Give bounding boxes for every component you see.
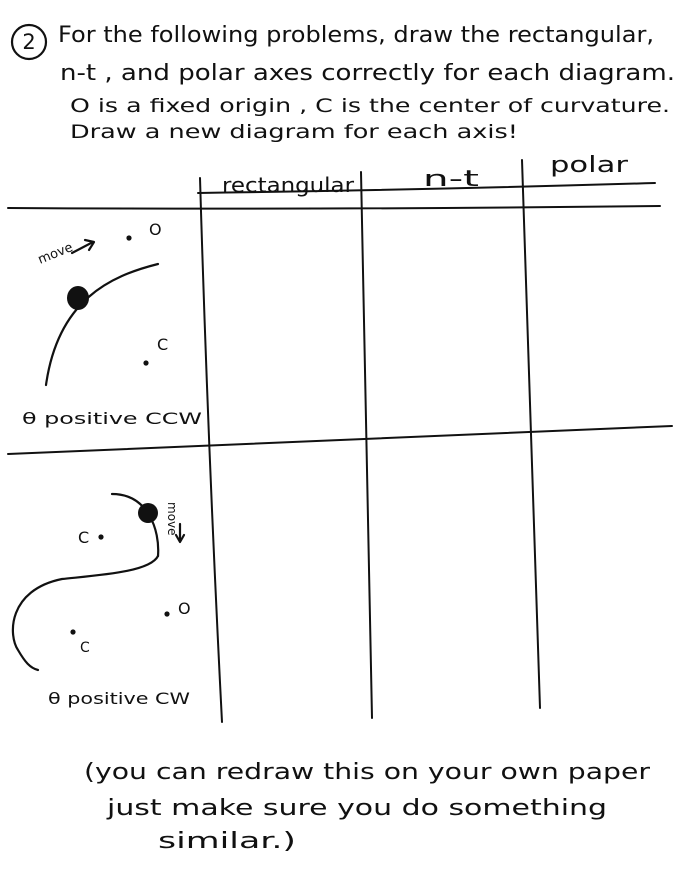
origin-label-row-1: O: [149, 220, 162, 239]
footer-line-1: (you can redraw this on your own paper: [84, 760, 651, 785]
path-curve-row-1: [44, 262, 160, 387]
center-point-row-1: [143, 360, 149, 366]
move-label-row-1: move: [36, 240, 75, 268]
problem-number: 2: [22, 30, 35, 54]
problem-number-circle: [10, 23, 48, 61]
footer-note: (you can redraw this on your own paper j…: [84, 760, 651, 854]
column-header-rectangular: rectangular: [222, 173, 355, 197]
header-rule-line: [197, 182, 656, 194]
table-grid: [7, 159, 673, 723]
diagram-row-1: move O C θ positive CCW: [22, 220, 202, 428]
instruction-line-2: n-t , and polar axes correctly for each …: [60, 61, 675, 86]
instruction-line-1: For the following problems, draw the rec…: [58, 23, 654, 48]
path-s-curve-row-2: [11, 554, 160, 672]
instruction-line-3: O is a fixed origin , C is the center of…: [70, 95, 670, 117]
theta-note-row-1: θ positive CCW: [22, 409, 202, 428]
center-label-1-row-2: C: [78, 528, 89, 547]
origin-point-row-1: [126, 235, 132, 241]
particle-row-2: [138, 503, 158, 523]
center-label-row-1: C: [157, 335, 168, 354]
move-arrow-head-row-1: [83, 238, 96, 252]
footer-line-2: just make sure you do something: [106, 796, 607, 821]
center-point-1-row-2: [98, 534, 104, 540]
path-hook-row-2: [110, 492, 160, 558]
problem-number-badge: 2: [10, 23, 48, 61]
origin-point-row-2: [164, 611, 170, 617]
instruction-line-4: Draw a new diagram for each axis!: [70, 121, 518, 143]
theta-note-row-2: θ positive CW: [48, 689, 190, 708]
footer-line-3: similar.): [158, 829, 296, 854]
center-point-2-row-2: [70, 629, 76, 635]
particle-row-1: [67, 286, 89, 310]
row-divider-middle: [7, 425, 673, 455]
move-arrow-shaft-row-1: [70, 240, 95, 255]
origin-label-row-2: O: [178, 599, 191, 618]
row-divider-top: [7, 205, 661, 210]
instructions: For the following problems, draw the rec…: [58, 23, 675, 143]
center-label-2-row-2: C: [80, 640, 90, 656]
move-label-row-2: move: [165, 502, 179, 536]
column-divider-2: [360, 171, 373, 719]
move-arrow-head-row-2: [174, 533, 186, 544]
diagram-row-2: move C O C θ positive CW: [11, 492, 191, 708]
column-header-polar: polar: [550, 153, 629, 178]
column-divider-1: [199, 177, 223, 723]
column-divider-3: [521, 159, 541, 709]
table-header: rectangular n-t polar: [222, 153, 629, 197]
